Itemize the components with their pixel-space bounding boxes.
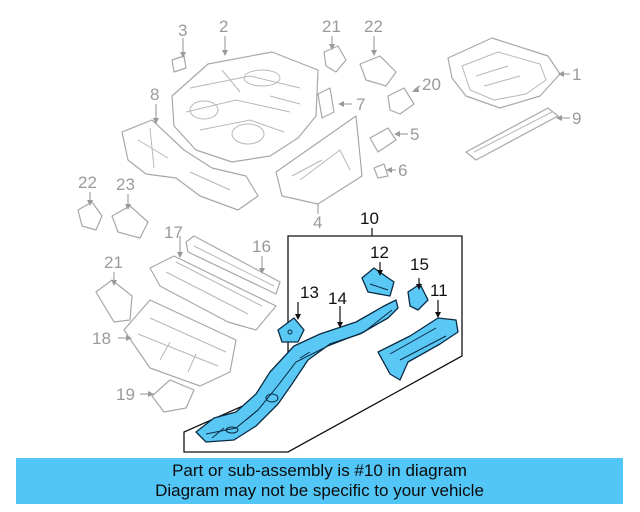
callout-22-left: 22 [78, 173, 97, 192]
callout-10: 10 [360, 209, 379, 228]
callout-2: 2 [219, 17, 228, 36]
callout-9: 9 [572, 109, 581, 128]
callout-labels: 1 2 3 4 5 6 7 8 9 10 11 12 13 14 15 16 1… [78, 17, 581, 404]
part-13-bracket [277, 317, 305, 343]
part-1-spare-tire-tub [447, 37, 561, 109]
part-17-floor-panel [149, 255, 277, 331]
part-19-pad [151, 379, 195, 413]
part-21-bracket-left [95, 279, 133, 323]
callout-20: 20 [422, 75, 441, 94]
part-20-bracket [387, 87, 415, 115]
part-8-rear-panel [121, 119, 259, 211]
info-banner: Part or sub-assembly is #10 in diagram D… [16, 458, 623, 504]
callout-3: 3 [178, 21, 187, 40]
part-22-bracket-top [359, 55, 397, 87]
callout-22-top: 22 [364, 17, 383, 36]
callout-18: 18 [92, 329, 111, 348]
callout-7: 7 [356, 95, 365, 114]
callout-5: 5 [410, 125, 419, 144]
callout-14: 14 [328, 289, 347, 308]
part-12-bracket [361, 267, 395, 297]
callout-12: 12 [370, 243, 389, 262]
callout-15: 15 [410, 255, 429, 274]
part-9-rail [465, 107, 559, 161]
part-23-bracket [111, 205, 149, 239]
callout-13: 13 [300, 283, 319, 302]
callout-1: 1 [572, 65, 581, 84]
callout-8: 8 [150, 85, 159, 104]
banner-line-2: Diagram may not be specific to your vehi… [155, 481, 484, 500]
leader-lines [87, 36, 570, 397]
part-6-bracket [373, 163, 389, 179]
part-14-side-rail [195, 299, 399, 443]
callout-6: 6 [398, 161, 407, 180]
callout-21-left: 21 [104, 253, 123, 272]
part-11-end-member [377, 317, 459, 381]
banner-line-1: Part or sub-assembly is #10 in diagram [172, 461, 467, 480]
part-2-rear-floor-pan [171, 51, 319, 163]
callout-21-top: 21 [322, 17, 341, 36]
part-21-bracket-top [323, 45, 347, 73]
callout-17: 17 [164, 223, 183, 242]
part-18-floor-section [123, 299, 237, 387]
part-22-bracket-left [77, 201, 103, 231]
part-4-assembly [275, 87, 363, 205]
callout-11: 11 [430, 281, 448, 300]
callout-4: 4 [313, 213, 322, 232]
callout-19: 19 [116, 385, 135, 404]
part-3-bracket [171, 55, 187, 73]
callout-23: 23 [116, 175, 135, 194]
callout-16: 16 [252, 237, 271, 256]
part-5-bracket [369, 127, 397, 153]
part-16-crossmember [185, 235, 281, 295]
